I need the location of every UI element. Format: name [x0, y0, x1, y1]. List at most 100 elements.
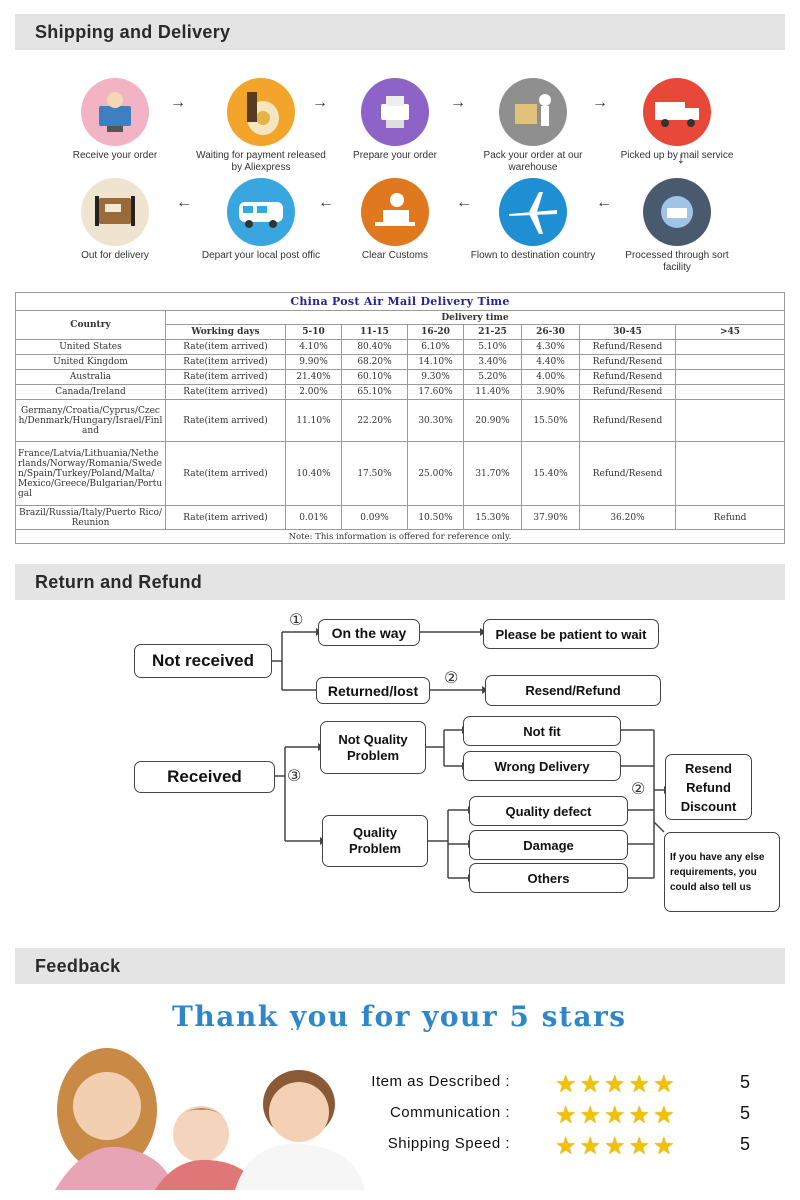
value-cell: 3.40%: [463, 354, 522, 370]
value-cell: [675, 369, 785, 385]
value-cell: Refund/Resend: [579, 399, 676, 442]
five-stars-icon: ★★★★★: [555, 1071, 678, 1098]
step-receive-order: Receive your order: [50, 78, 180, 162]
value-cell: Refund/Resend: [579, 339, 676, 355]
value-cell: 80.40%: [341, 339, 408, 355]
returned-lost-box: Returned/lost: [316, 677, 430, 704]
col-header: >45: [675, 324, 785, 340]
step-label: Pack your order at our warehouse: [483, 150, 583, 173]
value-cell: 2.00%: [285, 384, 342, 400]
col-header: Working days: [165, 324, 286, 340]
rating-label: Item as Described :: [371, 1073, 510, 1090]
arrow-left-icon: ←: [596, 194, 612, 211]
not-received-box: Not received: [134, 644, 272, 678]
country-cell: Germany/Croatia/Cyprus/Czech/Denmark/Hun…: [15, 399, 166, 442]
col-header: 16-20: [407, 324, 464, 340]
section-header-feedback: Feedback: [15, 948, 785, 984]
delivery-time-header: Delivery time: [165, 310, 785, 325]
rating-row: Shipping Speed : ★★★★★ 5: [360, 1132, 760, 1160]
rating-value: 5: [740, 1103, 751, 1123]
value-cell: 31.70%: [463, 441, 522, 506]
table-row: Germany/Croatia/Cyprus/Czech/Denmark/Hun…: [15, 399, 785, 442]
type-cell: Rate(item arrived): [165, 369, 286, 385]
step-label: Clear Customs: [361, 250, 429, 261]
step-label: Prepare your order: [353, 150, 437, 161]
table-note: Note: This information is offered for re…: [15, 529, 785, 544]
step-pack-order: Pack your order at our warehouse: [468, 78, 598, 174]
value-cell: 68.20%: [341, 354, 408, 370]
value-cell: 37.90%: [521, 505, 580, 530]
package-icon: [499, 78, 567, 146]
type-cell: Rate(item arrived): [165, 354, 286, 370]
value-cell: 4.30%: [521, 339, 580, 355]
printer-icon: [361, 78, 429, 146]
step-label: Waiting for payment released by Aliexpre…: [196, 150, 326, 173]
truck-icon: [643, 78, 711, 146]
resend-refund-discount-box: Resend Refund Discount: [665, 754, 752, 820]
value-cell: [675, 441, 785, 506]
value-cell: 3.90%: [521, 384, 580, 400]
step-label: Picked up by mail service: [620, 150, 734, 161]
arrow-right-icon: →: [312, 94, 328, 111]
step-label: Processed through sort facility: [625, 250, 729, 273]
step-picked-up: Picked up by mail service: [612, 78, 742, 162]
country-cell: United Kingdom: [15, 354, 166, 370]
value-cell: 10.50%: [407, 505, 464, 530]
value-cell: 9.90%: [285, 354, 342, 370]
type-cell: Rate(item arrived): [165, 339, 286, 355]
step-number-3: ③: [287, 768, 302, 785]
value-cell: 4.10%: [285, 339, 342, 355]
step-number-2: ②: [631, 781, 646, 798]
on-the-way-box: On the way: [318, 619, 420, 646]
van-icon: [227, 178, 295, 246]
section-header-shipping: Shipping and Delivery: [15, 14, 785, 50]
value-cell: 15.40%: [521, 441, 580, 506]
rating-label: Communication :: [389, 1104, 510, 1121]
value-cell: 4.40%: [521, 354, 580, 370]
value-cell: 15.30%: [463, 505, 522, 530]
value-cell: 0.01%: [285, 505, 342, 530]
step-depart-post-office: Depart your local post offic: [196, 178, 326, 262]
col-header: 11-15: [341, 324, 408, 340]
value-cell: [675, 354, 785, 370]
step-out-for-delivery: Out for delivery: [50, 178, 180, 262]
thank-you-headline: Thank you for your 5 stars: [172, 1000, 627, 1033]
arrow-left-icon: ←: [176, 194, 192, 211]
value-cell: 9.30%: [407, 369, 464, 385]
value-cell: Refund: [675, 505, 785, 530]
rating-value: 5: [740, 1072, 751, 1092]
value-cell: 17.60%: [407, 384, 464, 400]
received-box: Received: [134, 761, 275, 793]
value-cell: 5.20%: [463, 369, 522, 385]
not-fit-box: Not fit: [463, 716, 621, 746]
country-cell: Brazil/Russia/Italy/Puerto Rico/Reunion: [15, 505, 166, 530]
table-row: United States Rate(item arrived) 4.10% 8…: [15, 339, 785, 355]
value-cell: 36.20%: [579, 505, 676, 530]
arrow-down-icon: ↓: [677, 150, 685, 167]
computer-user-icon: [81, 78, 149, 146]
step-clear-customs: Clear Customs: [330, 178, 460, 262]
col-header: 5-10: [285, 324, 342, 340]
table-row: Australia Rate(item arrived) 21.40% 60.1…: [15, 369, 785, 385]
section-title: Return and Refund: [35, 572, 203, 592]
type-cell: Rate(item arrived): [165, 505, 286, 530]
value-cell: 25.00%: [407, 441, 464, 506]
type-cell: Rate(item arrived): [165, 399, 286, 442]
be-patient-box: Please be patient to wait: [483, 619, 659, 649]
value-cell: [675, 399, 785, 442]
value-cell: 14.10%: [407, 354, 464, 370]
step-prepare-order: Prepare your order: [330, 78, 460, 162]
step-sort-facility: Processed through sort facility: [612, 178, 742, 274]
value-cell: Refund/Resend: [579, 441, 676, 506]
not-quality-problem-box: Not Quality Problem: [320, 721, 426, 774]
step-waiting-payment: Waiting for payment released by Aliexpre…: [196, 78, 326, 174]
value-cell: 10.40%: [285, 441, 342, 506]
value-cell: 4.00%: [521, 369, 580, 385]
arrow-left-icon: ←: [318, 194, 334, 211]
col-header: 26-30: [521, 324, 580, 340]
table-title: China Post Air Mail Delivery Time: [15, 292, 785, 311]
country-cell: France/Latvia/Lithuania/Netherlands/Norw…: [15, 441, 166, 506]
children-photo: [25, 1030, 415, 1190]
value-cell: Refund/Resend: [579, 384, 676, 400]
five-stars-icon: ★★★★★: [555, 1102, 678, 1129]
